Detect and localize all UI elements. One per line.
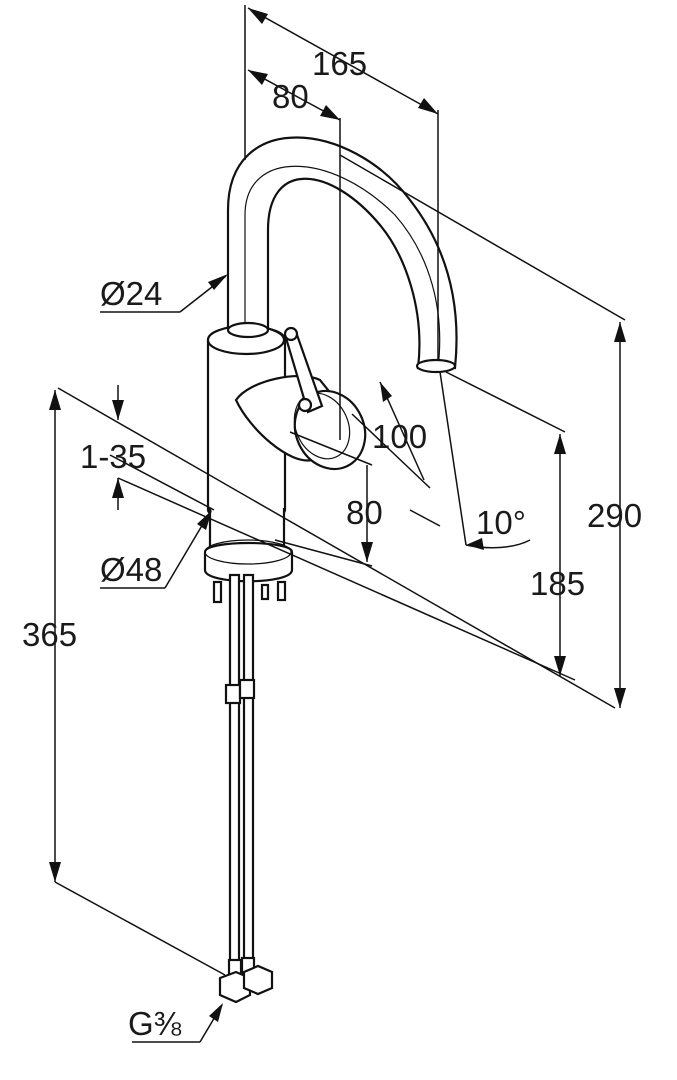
mounting-ring (203, 541, 294, 583)
dim-165-label: 165 (312, 45, 367, 82)
dim-290-label: 290 (587, 497, 642, 534)
dim-1-35-label: 1-35 (80, 438, 146, 475)
dim-100-label: 100 (372, 418, 427, 455)
dim-10deg-label: 10° (476, 504, 526, 541)
supply-hoses (218, 573, 274, 1004)
dim-365-label: 365 (22, 616, 77, 653)
dim-80-mid-label: 80 (346, 494, 383, 531)
dim-24-label: Ø24 (100, 275, 162, 312)
thread-label: G⅜ (128, 1005, 182, 1042)
spout-outlet (415, 358, 457, 374)
dim-185-label: 185 (530, 565, 585, 602)
dim-48-label: Ø48 (100, 551, 162, 588)
dim-165-line (247, 7, 439, 115)
dim-80-top-label: 80 (272, 78, 309, 115)
